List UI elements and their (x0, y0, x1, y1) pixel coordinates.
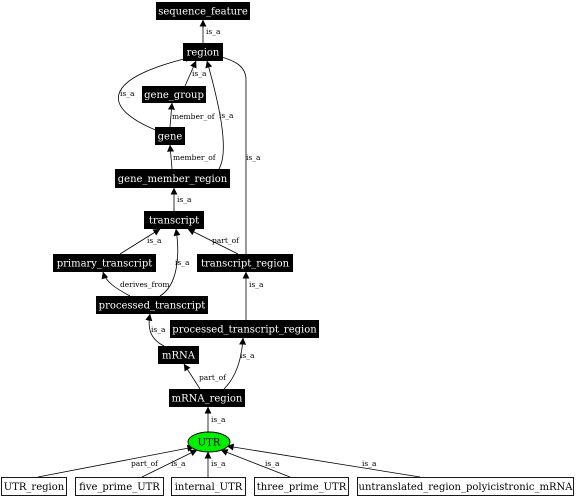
node-processed-transcript[interactable]: processed_transcript (96, 296, 208, 314)
node-label: gene (158, 132, 183, 143)
node-internal-utr[interactable]: internal_UTR (171, 477, 246, 496)
edge-processed-transcript-derives-from-primary-transcript: derives_from (101, 271, 170, 297)
edge-label: part_of (212, 236, 240, 245)
edge-label: is_a (171, 459, 186, 468)
node-label: five_prime_UTR (79, 482, 160, 493)
edge-mrna-is-a-processed-transcript: is_a (145, 313, 166, 347)
node-gene-group[interactable]: gene_group (142, 86, 206, 103)
edge-gene-member-region-member-of-gene: member_of (167, 144, 217, 170)
edge-gene-is-a-region: is_a (118, 55, 193, 132)
node-primary-transcript[interactable]: primary_transcript (53, 254, 156, 272)
edge-label: is_a (362, 459, 377, 468)
edge-label: is_a (147, 236, 162, 245)
edge-processed-transcript-region-is-a-transcript-region: is_a (242, 271, 264, 320)
node-untranslated-region-polyicistronic-mrna[interactable]: untranslated_region_polyicistronic_mRNA (357, 477, 574, 496)
edge-untranslated-region-polyicistronic-mrna-is-a-utr: is_a (226, 443, 421, 478)
edge-label: is_a (206, 27, 221, 36)
node-label: primary_transcript (57, 259, 153, 270)
node-five-prime-utr[interactable]: five_prime_UTR (75, 477, 164, 496)
node-utr-region[interactable]: UTR_region (1, 477, 67, 496)
node-label: untranslated_region_polyicistronic_mRNA (359, 482, 574, 493)
edge-label: is_a (240, 351, 255, 360)
node-label: mRNA_region (172, 394, 243, 405)
node-utr[interactable]: UTR (187, 431, 231, 453)
edge-label: is_a (211, 415, 226, 424)
node-mrna[interactable]: mRNA (158, 346, 199, 364)
edge-label: derives_from (120, 280, 170, 289)
node-label: sequence_feature (158, 7, 248, 18)
edge-five-prime-utr-is-a-utr: is_a (141, 449, 198, 478)
edge-three-prime-utr-is-a-utr: is_a (220, 449, 291, 478)
edge-internal-utr-is-a-utr: is_a (204, 451, 226, 477)
edge-label: is_a (151, 325, 166, 334)
node-label: transcript (149, 216, 199, 227)
edge-label: is_a (211, 459, 226, 468)
node-transcript-region[interactable]: transcript_region (197, 254, 293, 272)
edge-utr-is-a-mrna-region: is_a (204, 406, 226, 432)
node-gene-member-region[interactable]: gene_member_region (115, 169, 230, 188)
edge-label: is_a (120, 89, 135, 98)
edge-label: is_a (192, 69, 207, 78)
node-label: UTR_region (4, 482, 65, 493)
edge-transcript-region-is-a-region: is_a (213, 53, 261, 254)
edge-label: part_of (199, 373, 227, 382)
node-label: processed_transcript_region (172, 325, 317, 336)
node-label: transcript_region (201, 259, 290, 270)
node-label: gene_group (144, 90, 204, 101)
edge-gene-member-region-is-a-region: is_a (205, 60, 234, 170)
node-sequence-feature[interactable]: sequence_feature (156, 2, 250, 20)
node-processed-transcript-region[interactable]: processed_transcript_region (170, 320, 319, 338)
edge-mrna-region-is-a-processed-transcript-region: is_a (223, 337, 255, 390)
node-label: processed_transcript (99, 301, 206, 312)
node-three-prime-utr[interactable]: three_prime_UTR (254, 477, 349, 496)
node-transcript[interactable]: transcript (144, 211, 204, 229)
edge-label: is_a (246, 153, 261, 162)
edge-gene-member-of-gene-group: member_of (167, 102, 216, 128)
edge-label: is_a (175, 258, 190, 267)
edge-transcript-is-a-gene-member-region: is_a (170, 187, 192, 211)
edge-label: member_of (173, 153, 217, 162)
node-label: mRNA (162, 351, 196, 362)
node-label: UTR (198, 438, 221, 449)
node-label: internal_UTR (175, 482, 243, 493)
edge-mrna-region-part-of-mrna: part_of (183, 363, 227, 390)
node-mrna-region[interactable]: mRNA_region (169, 389, 245, 407)
node-label: three_prime_UTR (257, 482, 347, 493)
node-label: gene_member_region (118, 174, 228, 185)
node-label: region (187, 48, 220, 59)
edge-label: is_a (249, 280, 264, 289)
edge-label: part_of (131, 459, 159, 468)
edge-gene-group-is-a-region: is_a (184, 60, 207, 87)
edge-label: is_a (265, 459, 280, 468)
node-region[interactable]: region (183, 43, 223, 61)
node-gene[interactable]: gene (155, 127, 185, 145)
edge-label: is_a (219, 111, 234, 120)
edge-region-is-a-sequence-feature: is_a (199, 19, 221, 43)
edge-primary-transcript-is-a-transcript: is_a (119, 228, 162, 255)
edge-utr-region-part-of-utr: part_of (37, 444, 195, 478)
edge-transcript-region-part-of-transcript: part_of (187, 228, 240, 255)
edge-label: is_a (177, 195, 192, 204)
edges: is_a is_a is_a member_of is_a member_of (37, 19, 421, 478)
edge-processed-transcript-is-a-transcript: is_a (159, 228, 190, 297)
edge-label: member_of (172, 112, 216, 121)
